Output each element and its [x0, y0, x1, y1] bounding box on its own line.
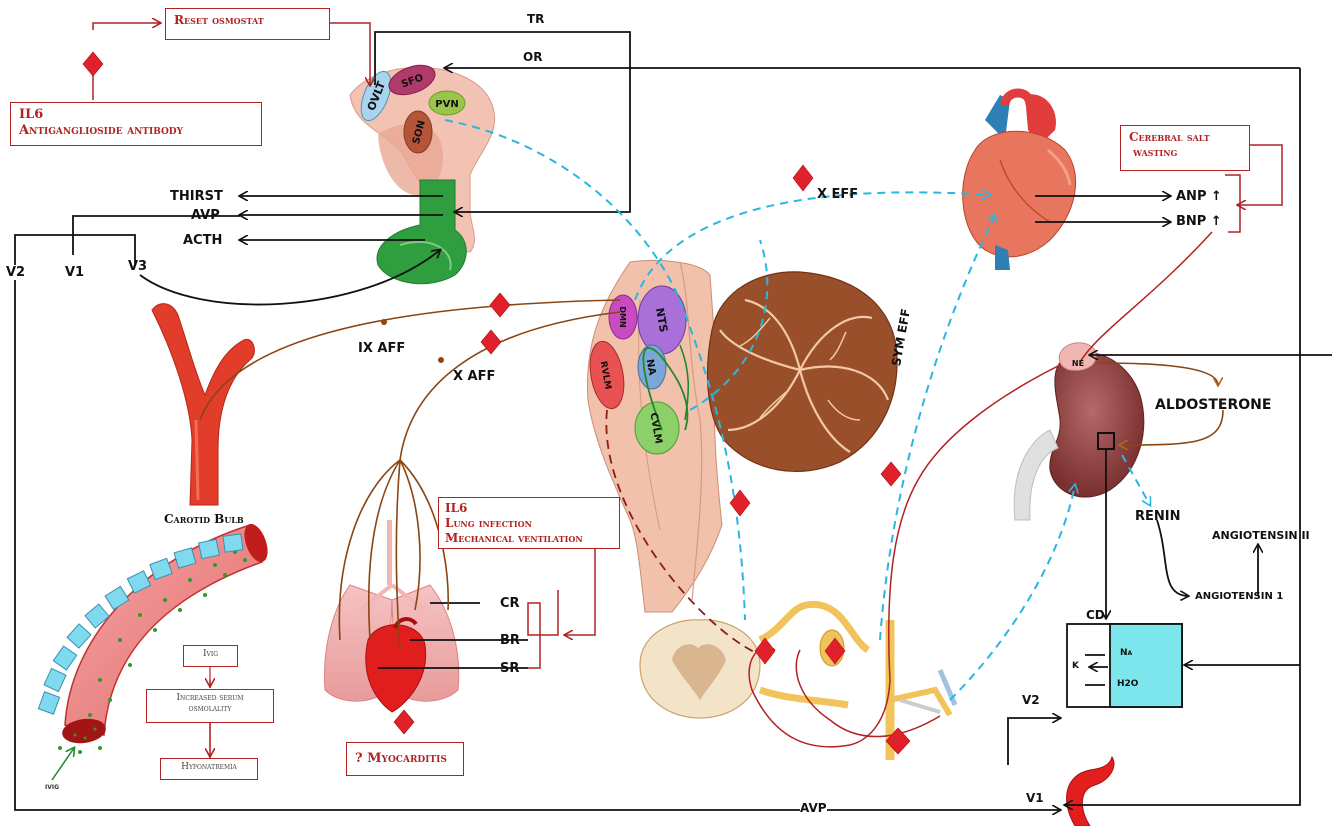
k-label: K: [1072, 662, 1079, 671]
cerebral-salt-wasting-box: Cerebral salt wasting: [1120, 125, 1250, 171]
ivig-box: Ivig: [183, 645, 238, 667]
avp-bottom-label: AVP: [800, 802, 827, 814]
marker-myocarditis: [394, 710, 414, 734]
or-label: OR: [523, 51, 542, 63]
mechanical-ventilation-text: Mechanical ventilation: [445, 531, 613, 546]
bnp-up-arrow-icon: ↑: [1211, 214, 1222, 229]
il6-lung-text: IL6: [445, 501, 613, 516]
v2-right-label: V2: [1022, 694, 1040, 706]
ix-aff-label: IX AFF: [358, 342, 405, 355]
reset-osmostat-text: Reset osmostat: [174, 13, 264, 27]
br-label: BR: [500, 634, 520, 647]
v3-label: V3: [128, 260, 147, 273]
v2-left-label: V2: [6, 266, 25, 279]
anp-text: ANP: [1176, 189, 1206, 204]
vascular-muscle-illustration: [1067, 757, 1114, 826]
myocarditis-box: ? Myocarditis: [346, 742, 464, 776]
cr-label: CR: [500, 597, 520, 610]
v1-left-label: V1: [65, 266, 84, 279]
angiotensin-1-label: ANGIOTENSIN 1: [1195, 592, 1283, 602]
acth-label: ACTH: [183, 234, 222, 247]
na-label: Na: [1120, 649, 1132, 658]
marker-sym-eff: [881, 462, 901, 486]
aldosterone-label: ALDOSTERONE: [1155, 398, 1271, 412]
serum-text-1: Increased serum: [153, 693, 267, 704]
cd-label: CD: [1086, 609, 1105, 621]
carotid-bulb-label: Carotid Bulb: [164, 513, 244, 525]
ivig-small-label: ivig: [45, 783, 59, 791]
spinal-cord-illustration: [640, 604, 955, 760]
x-eff-label: X EFF: [817, 188, 858, 201]
carotid-bulb-illustration: [152, 304, 254, 505]
tr-label: TR: [527, 13, 544, 25]
hyponatremia-box: Hyponatremia: [160, 758, 258, 780]
myocarditis-text: ? Myocarditis: [355, 751, 447, 766]
avp-top-label: AVP: [191, 209, 220, 222]
il6-antiganglioside-box: IL6 Antiganglioside antibody: [10, 102, 262, 146]
anp-up-arrow-icon: ↑: [1211, 189, 1222, 204]
lung-trigger-box: IL6 Lung infection Mechanical ventilatio…: [438, 497, 620, 549]
collecting-duct-box: [1067, 624, 1182, 707]
wasting-text: wasting: [1129, 145, 1241, 160]
thirst-label: THIRST: [170, 190, 223, 203]
pvn-label: PVN: [435, 99, 458, 110]
bnp-text: BNP: [1176, 214, 1206, 229]
heart-illustration: [963, 93, 1076, 270]
sr-label: SR: [500, 662, 519, 675]
anp-label: ANP ↑: [1176, 190, 1222, 203]
dmn-label: DMN: [618, 306, 627, 327]
marker-il6-brain: [83, 52, 103, 76]
bnp-label: BNP ↑: [1176, 215, 1222, 228]
renin-label: RENIN: [1135, 510, 1181, 523]
marker-x-eff: [793, 165, 813, 191]
il6-text: IL6: [19, 107, 253, 123]
reset-osmostat-box: Reset osmostat: [165, 8, 330, 40]
lung-infection-text: Lung infection: [445, 516, 613, 531]
kidney-illustration: [1014, 343, 1144, 520]
hyponatremia-text: Hyponatremia: [181, 762, 237, 772]
marker-ix-aff: [490, 293, 510, 317]
ne-label: NE: [1072, 359, 1084, 368]
x-aff-label: X AFF: [453, 370, 495, 383]
angiotensin-ii-label: ANGIOTENSIN II: [1212, 530, 1310, 541]
serum-osmolality-box: Increased serum osmolality: [146, 689, 274, 723]
ivig-box-text: Ivig: [203, 649, 218, 659]
v1-right-label: V1: [1026, 792, 1044, 804]
h2o-label: H2O: [1117, 680, 1138, 689]
antiganglioside-text: Antiganglioside antibody: [19, 123, 253, 139]
serum-text-2: osmolality: [153, 704, 267, 715]
cerebral-salt-text: Cerebral salt: [1129, 130, 1241, 145]
